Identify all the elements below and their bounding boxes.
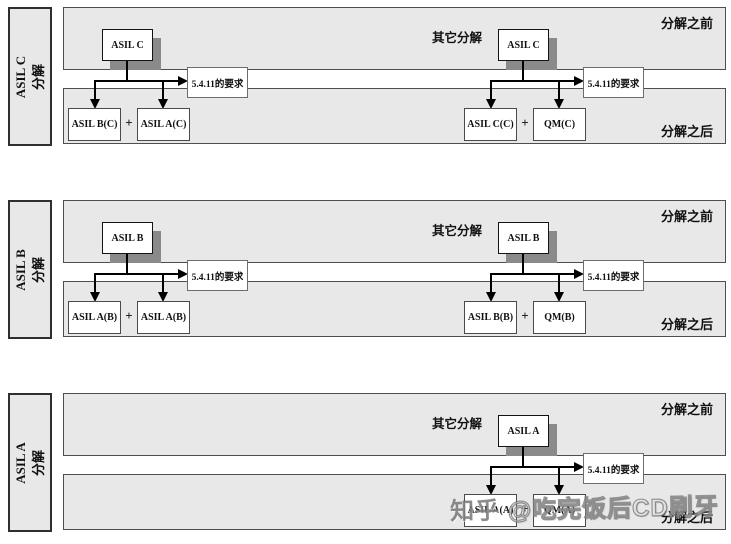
- band-before-decomposition: [63, 393, 726, 456]
- band-before-decomposition: [63, 200, 726, 263]
- plus-sign: +: [125, 115, 133, 130]
- label-after-decomposition: 分解之后: [661, 124, 714, 139]
- sidebar-label-line1: ASIL A: [13, 441, 28, 484]
- child-asil-box: ASIL C(C): [464, 108, 517, 141]
- child-asil-box: ASIL A(A): [464, 494, 517, 527]
- connector-line: [490, 80, 578, 82]
- label-other-decomposition: 其它分解: [432, 417, 483, 431]
- connector-line: [94, 273, 182, 275]
- requirement-box: 5.4.11的要求: [583, 260, 644, 291]
- connector-line: [126, 253, 128, 275]
- requirement-box: 5.4.11的要求: [187, 260, 248, 291]
- sidebar-label: ASIL A 分解: [12, 442, 48, 484]
- arrowhead-right-icon: [178, 269, 188, 279]
- child-asil-box: ASIL A(B): [137, 301, 190, 334]
- arrowhead-down-icon: [486, 99, 496, 109]
- label-other-decomposition: 其它分解: [432, 224, 483, 238]
- sidebar-label-line2: 分解: [31, 449, 46, 476]
- arrowhead-right-icon: [574, 76, 584, 86]
- child-asil-box: ASIL A(C): [137, 108, 190, 141]
- section-asil-b: ASIL B 分解 分解之前 分解之后 ASIL B 5.4.11的要求 ASI…: [0, 193, 731, 345]
- label-before-decomposition: 分解之前: [661, 402, 714, 417]
- label-after-decomposition: 分解之后: [661, 510, 714, 525]
- child-asil-box: ASIL B(B): [464, 301, 517, 334]
- label-before-decomposition: 分解之前: [661, 209, 714, 224]
- parent-asil-box: ASIL B: [102, 222, 153, 254]
- arrowhead-down-icon: [90, 292, 100, 302]
- requirement-box: 5.4.11的要求: [187, 67, 248, 98]
- arrowhead-right-icon: [574, 269, 584, 279]
- arrowhead-down-icon: [90, 99, 100, 109]
- band-before-decomposition: [63, 7, 726, 70]
- child-asil-box: QM(A): [533, 494, 586, 527]
- arrowhead-right-icon: [178, 76, 188, 86]
- arrowhead-down-icon: [554, 99, 564, 109]
- arrowhead-down-icon: [158, 292, 168, 302]
- connector-line: [162, 273, 164, 293]
- connector-line: [162, 80, 164, 100]
- connector-line: [522, 253, 524, 275]
- decomposition-group-right: 其它分解 ASIL C 5.4.11的要求 ASIL C(C) + QM(C): [396, 0, 666, 152]
- arrowhead-right-icon: [574, 462, 584, 472]
- requirement-box: 5.4.11的要求: [583, 67, 644, 98]
- watermark-brand: 知乎: [449, 497, 501, 526]
- zhihu-watermark: 知乎 @吃完饭后CD刷牙: [449, 487, 720, 527]
- connector-line: [558, 466, 560, 486]
- plus-sign: +: [521, 308, 529, 323]
- connector-line: [490, 80, 492, 100]
- connector-line: [94, 80, 182, 82]
- arrowhead-down-icon: [158, 99, 168, 109]
- sidebar-asil-c: ASIL C 分解: [8, 7, 52, 146]
- decomposition-group-left: ASIL B 5.4.11的要求 ASIL A(B) + ASIL A(B): [0, 193, 270, 345]
- decomposition-group-right: 其它分解 ASIL B 5.4.11的要求 ASIL B(B) + QM(B): [396, 193, 666, 345]
- arrowhead-down-icon: [554, 485, 564, 495]
- sidebar-asil-b: ASIL B 分解: [8, 200, 52, 339]
- parent-asil-box: ASIL B: [498, 222, 549, 254]
- connector-line: [490, 466, 578, 468]
- child-asil-box: QM(B): [533, 301, 586, 334]
- decomposition-group-right: 其它分解 ASIL A 5.4.11的要求 ASIL A(A) + QM(A): [396, 386, 666, 538]
- section-asil-a: ASIL A 分解 分解之前 分解之后 其它分解 ASIL A 5.4.11的要…: [0, 386, 731, 538]
- watermark-handle: @吃完饭后CD刷牙: [507, 493, 720, 525]
- parent-asil-box: ASIL C: [498, 29, 549, 61]
- plus-sign: +: [521, 115, 529, 130]
- child-asil-box: ASIL B(C): [68, 108, 121, 141]
- sidebar-asil-a: ASIL A 分解: [8, 393, 52, 532]
- arrowhead-down-icon: [486, 292, 496, 302]
- parent-asil-box: ASIL C: [102, 29, 153, 61]
- child-asil-box: ASIL A(B): [68, 301, 121, 334]
- connector-line: [522, 446, 524, 468]
- plus-sign: +: [521, 501, 529, 516]
- label-before-decomposition: 分解之前: [661, 16, 714, 31]
- parent-asil-box: ASIL A: [498, 415, 549, 447]
- connector-line: [94, 80, 96, 100]
- connector-line: [490, 273, 578, 275]
- decomposition-group-left: ASIL C 5.4.11的要求 ASIL B(C) + ASIL A(C): [0, 0, 270, 152]
- connector-line: [490, 466, 492, 486]
- requirement-box: 5.4.11的要求: [583, 453, 644, 484]
- label-after-decomposition: 分解之后: [661, 317, 714, 332]
- child-asil-box: QM(C): [533, 108, 586, 141]
- arrowhead-down-icon: [486, 485, 496, 495]
- connector-line: [558, 273, 560, 293]
- section-asil-c: ASIL C 分解 分解之前 分解之后 ASIL C 5.4.11的要求 ASI…: [0, 0, 731, 152]
- connector-line: [558, 80, 560, 100]
- arrowhead-down-icon: [554, 292, 564, 302]
- connector-line: [126, 60, 128, 82]
- plus-sign: +: [125, 308, 133, 323]
- connector-line: [522, 60, 524, 82]
- label-other-decomposition: 其它分解: [432, 31, 483, 45]
- connector-line: [490, 273, 492, 293]
- connector-line: [94, 273, 96, 293]
